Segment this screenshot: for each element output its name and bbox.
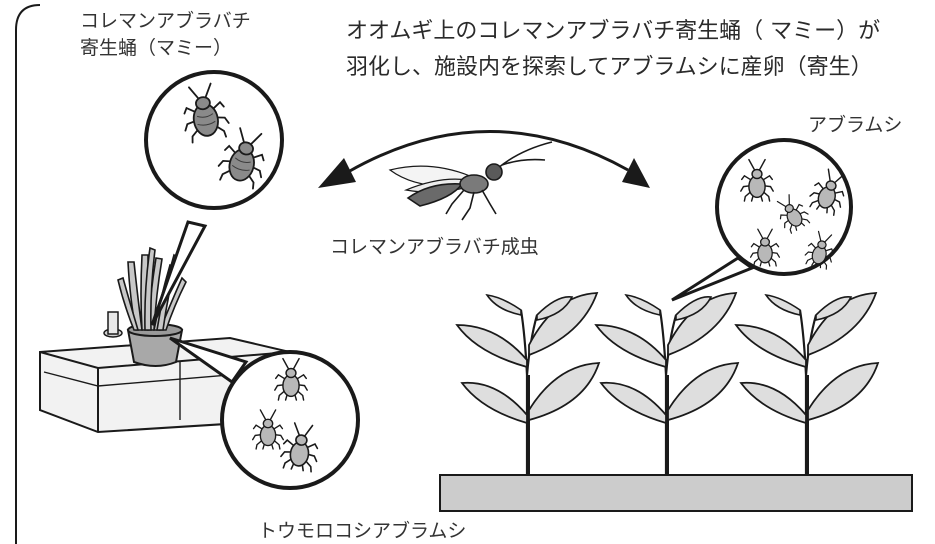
aphid-callout-pointer [672, 258, 752, 300]
crop-plant-icon [736, 293, 878, 475]
mummy-label-line1: コレマンアブラバチ [80, 8, 251, 35]
mummy-label-line2: 寄生蛹（マミー） [80, 35, 251, 62]
crop-bed [440, 475, 912, 511]
frame-border [16, 5, 40, 544]
crop-plant-icon [457, 293, 599, 475]
crop-plant-icon [596, 293, 738, 475]
aphid-callout-circle [717, 140, 851, 274]
corn-aphid-label: トウモロコシアブラムシ [258, 516, 466, 543]
description-line2: 羽化し、施設内を探索してアブラムシに産卵（寄生） [346, 50, 880, 86]
mummy-label: コレマンアブラバチ 寄生蛹（マミー） [80, 8, 251, 62]
description-text: オオムギ上のコレマンアブラバチ寄生蛹（ マミー）が 羽化し、施設内を探索してアブ… [346, 14, 880, 86]
description-line1: オオムギ上のコレマンアブラバチ寄生蛹（ マミー）が [346, 14, 880, 50]
mummy-callout-circle [146, 72, 282, 208]
parasitoid-wasp-icon [390, 142, 552, 220]
adult-wasp-label: コレマンアブラバチ成虫 [330, 232, 539, 259]
aphid-label: アブラムシ [808, 110, 902, 137]
